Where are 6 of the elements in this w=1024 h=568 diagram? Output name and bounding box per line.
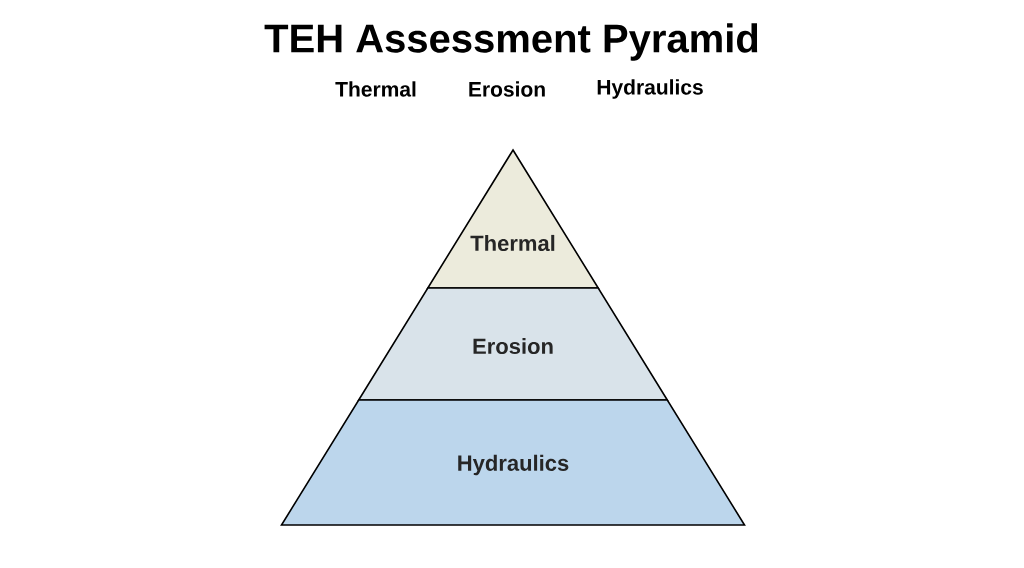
subtitle-label: Erosion xyxy=(469,81,545,97)
pyramid-tier: Erosion xyxy=(357,287,669,401)
subtitle-label: Thermal xyxy=(335,81,416,97)
subtitle-label: Hydraulics xyxy=(597,79,703,99)
pyramid-tier: Hydraulics xyxy=(280,399,746,526)
title: TEH Assessment Pyramid xyxy=(264,23,758,61)
